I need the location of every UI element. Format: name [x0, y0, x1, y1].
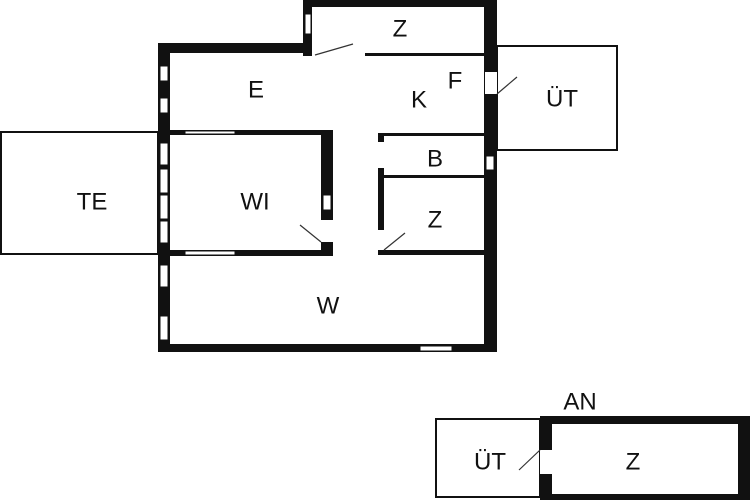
room-label-w: W [317, 292, 340, 319]
room-label-f: F [448, 67, 463, 94]
windows [159, 13, 495, 352]
annex-title: AN [563, 388, 596, 415]
annex-label-ut: ÜT [474, 448, 506, 475]
room-label-z-top: Z [393, 15, 408, 42]
room-label-wi: WI [240, 188, 269, 215]
room-label-z-mid: Z [428, 206, 443, 233]
annex-label-z: Z [626, 448, 641, 475]
room-label-e: E [248, 76, 264, 103]
room-label-b: B [427, 145, 443, 172]
room-label-te: TE [77, 188, 108, 215]
room-label-k: K [411, 86, 427, 113]
room-label-ut-right: ÜT [546, 85, 578, 112]
annex [435, 416, 750, 500]
doors [299, 43, 518, 251]
